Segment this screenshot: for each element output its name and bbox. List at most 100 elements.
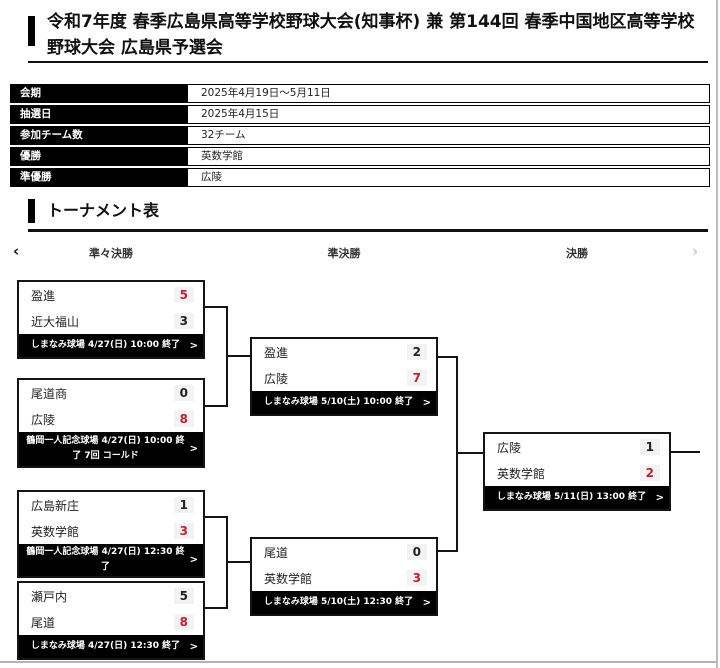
bracket-connector (456, 356, 458, 552)
team-row: 広陵 1 (485, 434, 669, 460)
bracket-connector (671, 451, 700, 453)
team-name: 瀬戸内 (31, 589, 68, 604)
venue-text: しまなみ球場 5/11(日) 13:00 終了 (496, 492, 647, 503)
table-row: 準優勝 広陵 (10, 168, 710, 187)
team-name: 尾道商 (31, 386, 68, 401)
team-score: 8 (173, 411, 194, 427)
chevron-right-icon[interactable]: › (692, 242, 699, 260)
bracket-connector (205, 516, 228, 518)
bracket-connector (458, 452, 483, 454)
team-row: 瀬戸内 5 (19, 583, 203, 609)
chevron-right-icon: > (655, 492, 664, 503)
match-quarterfinal-4: 瀬戸内 5 尾道 8 しまなみ球場 4/27(日) 12:30 終了 > (17, 581, 205, 660)
title-divider (28, 61, 708, 63)
team-row: 近大福山 3 (19, 308, 203, 334)
bracket-connector (438, 356, 458, 358)
match-final: 広陵 1 英数学館 2 しまなみ球場 5/11(日) 13:00 終了 > (483, 432, 671, 511)
team-row: 広陵 7 (252, 365, 436, 391)
bracket-connector (205, 405, 228, 407)
team-name: 盈進 (264, 345, 289, 360)
team-score: 5 (173, 588, 194, 604)
table-row: 抽選日 2025年4月15日 (10, 105, 710, 124)
team-name: 英数学館 (497, 466, 546, 481)
page-right-border (716, 0, 718, 668)
venue-text: 鶴岡一人記念球場 4/27(日) 12:30 終了 (26, 547, 185, 572)
chevron-right-icon: > (422, 597, 431, 608)
title-accent-bar (28, 16, 35, 46)
team-row: 尾道 0 (252, 539, 436, 565)
round-label-final: 決勝 (566, 247, 588, 260)
team-score: 7 (406, 370, 427, 386)
match-semifinal-2: 尾道 0 英数学館 3 しまなみ球場 5/10(土) 12:30 終了 > (250, 537, 438, 616)
match-detail-button[interactable]: しまなみ球場 4/27(日) 12:30 終了 > (19, 635, 203, 658)
section-bottom-divider (0, 661, 717, 663)
bracket-connector (228, 355, 250, 357)
chevron-right-icon: > (189, 443, 198, 455)
team-score: 0 (406, 544, 427, 560)
info-value: 英数学館 (201, 150, 243, 162)
venue-text: しまなみ球場 4/27(日) 12:30 終了 (30, 641, 181, 652)
info-value: 2025年4月19日～5月11日 (201, 87, 331, 99)
match-detail-button[interactable]: しまなみ球場 5/10(土) 12:30 終了 > (252, 591, 436, 614)
match-quarterfinal-1: 盈進 5 近大福山 3 しまなみ球場 4/27(日) 10:00 終了 > (17, 280, 205, 359)
info-value: 広陵 (201, 171, 222, 183)
chevron-right-icon: > (422, 397, 431, 408)
team-name: 尾道 (31, 615, 56, 630)
team-name: 広陵 (31, 412, 56, 427)
chevron-right-icon: > (189, 554, 198, 566)
team-score: 2 (406, 344, 427, 360)
team-row: 英数学館 3 (19, 518, 203, 544)
info-value: 2025年4月15日 (201, 108, 280, 120)
match-detail-button[interactable]: しまなみ球場 5/10(土) 10:00 終了 > (252, 391, 436, 414)
team-score: 8 (173, 614, 194, 630)
match-detail-button[interactable]: しまなみ球場 5/11(日) 13:00 終了 > (485, 486, 669, 509)
team-score: 2 (639, 465, 660, 481)
match-quarterfinal-3: 広島新庄 1 英数学館 3 鶴岡一人記念球場 4/27(日) 12:30 終了 … (17, 490, 205, 578)
team-score: 5 (173, 287, 194, 303)
match-detail-button[interactable]: 鶴岡一人記念球場 4/27(日) 12:30 終了 > (19, 544, 203, 576)
match-quarterfinal-2: 尾道商 0 広陵 8 鶴岡一人記念球場 4/27(日) 10:00 終了 7回 … (17, 378, 205, 468)
team-name: 盈進 (31, 288, 56, 303)
bracket-connector (205, 306, 228, 308)
venue-text: しまなみ球場 5/10(土) 12:30 終了 (263, 597, 414, 608)
info-label: 優勝 (11, 148, 188, 165)
match-detail-button[interactable]: しまなみ球場 4/27(日) 10:00 終了 > (19, 334, 203, 357)
team-row: 盈進 5 (19, 282, 203, 308)
team-row: 尾道商 0 (19, 380, 203, 406)
bracket-connector (205, 607, 228, 609)
team-name: 広島新庄 (31, 498, 80, 513)
info-label: 準優勝 (11, 169, 188, 186)
table-row: 優勝 英数学館 (10, 147, 710, 166)
team-row: 広島新庄 1 (19, 492, 203, 518)
team-row: 英数学館 2 (485, 460, 669, 486)
team-name: 広陵 (497, 440, 522, 455)
table-row: 参加チーム数 32チーム (10, 126, 710, 145)
chevron-right-icon: > (189, 641, 198, 652)
bracket-connector (438, 550, 458, 552)
bracket-connector (228, 561, 250, 563)
team-name: 広陵 (264, 371, 289, 386)
section-divider (28, 229, 708, 232)
venue-text: しまなみ球場 4/27(日) 10:00 終了 (30, 340, 181, 351)
round-label-quarterfinal: 準々決勝 (89, 247, 133, 260)
team-score: 1 (173, 497, 194, 513)
team-name: 英数学館 (264, 571, 313, 586)
team-score: 1 (639, 439, 660, 455)
match-detail-button[interactable]: 鶴岡一人記念球場 4/27(日) 10:00 終了 7回 コールド > (19, 432, 203, 466)
team-name: 英数学館 (31, 524, 80, 539)
team-score: 3 (406, 570, 427, 586)
table-row: 会期 2025年4月19日～5月11日 (10, 84, 710, 103)
section-accent-bar (28, 199, 35, 223)
info-value: 32チーム (201, 129, 246, 141)
info-label: 抽選日 (11, 106, 188, 123)
team-name: 近大福山 (31, 314, 80, 329)
bracket-connector (226, 516, 228, 609)
venue-text: 鶴岡一人記念球場 4/27(日) 10:00 終了 7回 コールド (26, 436, 185, 461)
team-row: 広陵 8 (19, 406, 203, 432)
info-label: 会期 (11, 85, 188, 102)
team-score: 3 (173, 313, 194, 329)
chevron-left-icon[interactable]: ‹ (13, 242, 20, 260)
team-row: 尾道 8 (19, 609, 203, 635)
team-row: 盈進 2 (252, 339, 436, 365)
